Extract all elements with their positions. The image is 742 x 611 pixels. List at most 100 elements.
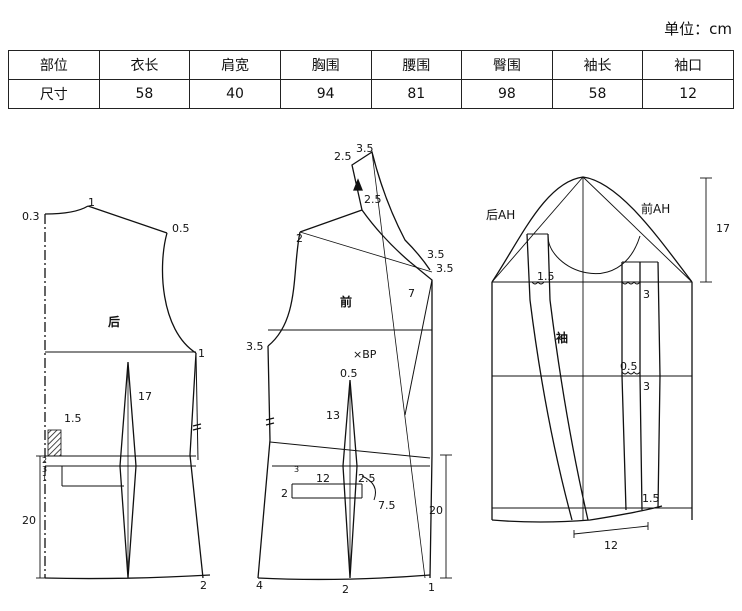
back-hatched-area bbox=[47, 429, 62, 457]
table-cell: 40 bbox=[189, 79, 281, 109]
back-hem bbox=[44, 574, 211, 580]
sleeve-label-e05: 0.5 bbox=[620, 360, 638, 373]
sleeve-front-seam bbox=[621, 262, 627, 511]
table-header-cell: 袖口 bbox=[642, 50, 734, 80]
front-label-c1: 3.5 bbox=[427, 248, 445, 261]
sleeve-underarm-scoop bbox=[547, 235, 641, 275]
table-header-cell: 肩宽 bbox=[189, 50, 281, 80]
back-label-neck-drop: 0.3 bbox=[22, 210, 40, 223]
back-label-cb-in: 1.5 bbox=[64, 412, 82, 425]
sleeve-cap-curve bbox=[491, 176, 693, 283]
front-notch-mark bbox=[265, 417, 275, 421]
back-label-neck-rise: 1 bbox=[88, 196, 95, 209]
front-label-hip-depth: 20 bbox=[429, 504, 443, 517]
measurement-table: 部位 衣长 肩宽 胸围 腰围 臀围 袖长 袖口 尺寸 58 40 94 81 9… bbox=[8, 50, 734, 109]
sleeve-title: 袖 bbox=[556, 330, 568, 345]
sleeve-hem-curve bbox=[491, 505, 663, 523]
sleeve-ease-mark-2 bbox=[621, 281, 641, 285]
back-neckline bbox=[44, 205, 89, 215]
table-cell: 12 bbox=[642, 79, 734, 109]
front-piece bbox=[257, 150, 452, 581]
front-side-seam bbox=[257, 345, 271, 579]
sleeve-label-cap-height: 17 bbox=[716, 222, 730, 235]
back-label-hip-depth: 20 bbox=[22, 514, 36, 527]
back-label-small-a: 2 bbox=[42, 456, 47, 465]
sleeve-back-ah-label: 后AH bbox=[486, 208, 515, 222]
back-notch-mark bbox=[192, 423, 202, 427]
front-pocket-curve bbox=[361, 475, 376, 501]
back-armhole-curve bbox=[161, 232, 197, 354]
sleeve-back-seam bbox=[526, 233, 573, 521]
front-label-n2: 2.5 bbox=[334, 150, 352, 163]
front-collar-outline bbox=[351, 150, 431, 271]
table-header-row: 部位 衣长 肩宽 胸围 腰围 臀围 袖长 袖口 bbox=[8, 50, 734, 80]
sleeve-elbow-mark bbox=[621, 371, 641, 375]
front-neckline bbox=[361, 209, 411, 263]
back-label-armhole: 1 bbox=[198, 347, 205, 360]
sleeve-front-seam-3 bbox=[657, 261, 661, 509]
back-label-shoulder-ext: 0.5 bbox=[172, 222, 190, 235]
unit-label: 单位：cm bbox=[664, 20, 732, 38]
back-side-guide bbox=[195, 352, 199, 461]
back-shoulder-line bbox=[87, 205, 168, 234]
front-notch-mark-2 bbox=[265, 422, 275, 426]
sleeve-front-seam-2 bbox=[639, 262, 643, 511]
back-side-seam bbox=[189, 352, 204, 579]
sleeve-labels: 袖 后AH 前AH 17 1.5 3 0.5 3 1.5 12 bbox=[486, 201, 730, 552]
front-lapel-line bbox=[404, 279, 433, 416]
sleeve-back-seam-2 bbox=[547, 233, 589, 521]
front-label-p2: 2 bbox=[281, 487, 288, 500]
front-label-dart-len: 13 bbox=[326, 409, 340, 422]
sleeve-label-cuff12: 12 bbox=[604, 539, 618, 552]
table-cell: 81 bbox=[370, 79, 463, 109]
sleeve-front-ah-label: 前AH bbox=[641, 201, 670, 216]
table-value-row: 尺寸 58 40 94 81 98 58 12 bbox=[8, 79, 734, 109]
front-shoulder-guide bbox=[299, 231, 433, 273]
front-label-dart7: 7 bbox=[408, 287, 415, 300]
sleeve-piece bbox=[491, 176, 712, 538]
sleeve-label-b15: 1.5 bbox=[537, 270, 555, 283]
table-header-cell: 袖长 bbox=[551, 50, 644, 80]
table-header-cell: 胸围 bbox=[279, 50, 372, 80]
front-collar-arrow bbox=[353, 178, 363, 191]
back-label-dart-length: 17 bbox=[138, 390, 152, 403]
sleeve-label-cuff15: 1.5 bbox=[642, 492, 660, 505]
front-label-armhole: 3.5 bbox=[246, 340, 264, 353]
back-piece-labels: 后 0.3 1 0.5 1 17 1.5 20 2 3 1 2 bbox=[22, 196, 207, 592]
front-label-p75: 7.5 bbox=[378, 499, 396, 512]
sleeve-ease-mark bbox=[531, 281, 545, 285]
table-cell: 尺寸 bbox=[8, 79, 100, 109]
front-armhole-curve bbox=[267, 231, 301, 347]
back-label-small-b: 3 bbox=[42, 465, 47, 474]
front-diagonal-guide bbox=[371, 151, 426, 579]
front-label-p12: 12 bbox=[316, 472, 330, 485]
table-header-cell: 衣长 bbox=[98, 50, 191, 80]
table-cell: 98 bbox=[461, 79, 553, 109]
table-cell: 58 bbox=[98, 79, 191, 109]
front-label-n1: 3.5 bbox=[356, 142, 374, 155]
front-center-line bbox=[409, 261, 433, 579]
front-label-n3: 2.5 bbox=[364, 193, 382, 206]
front-label-dart-top: 0.5 bbox=[340, 367, 358, 380]
front-hem bbox=[257, 574, 431, 581]
back-piece bbox=[36, 205, 211, 580]
back-piece-title: 后 bbox=[108, 314, 120, 329]
table-cell: 58 bbox=[551, 79, 644, 109]
sleeve-back-ah-line bbox=[491, 176, 584, 283]
front-label-hem-r: 1 bbox=[428, 581, 435, 594]
sleeve-cuff-dimension bbox=[573, 525, 649, 535]
front-label-c2: 3.5 bbox=[436, 262, 454, 275]
front-label-shoulder: 2 bbox=[296, 232, 303, 245]
back-label-hem-side: 2 bbox=[200, 579, 207, 592]
front-label-hem-m: 2 bbox=[342, 583, 349, 596]
back-label-small-c: 1 bbox=[42, 474, 47, 483]
front-shoulder-line bbox=[299, 209, 363, 233]
front-piece-title: 前 bbox=[340, 294, 352, 309]
sleeve-label-e3: 3 bbox=[643, 380, 650, 393]
sleeve-front-ah-line bbox=[582, 176, 693, 283]
sleeve-label-f3: 3 bbox=[643, 288, 650, 301]
front-label-hem-l: 4 bbox=[256, 579, 263, 592]
front-label-p25: 2.5 bbox=[358, 472, 376, 485]
table-cell: 94 bbox=[279, 79, 372, 109]
